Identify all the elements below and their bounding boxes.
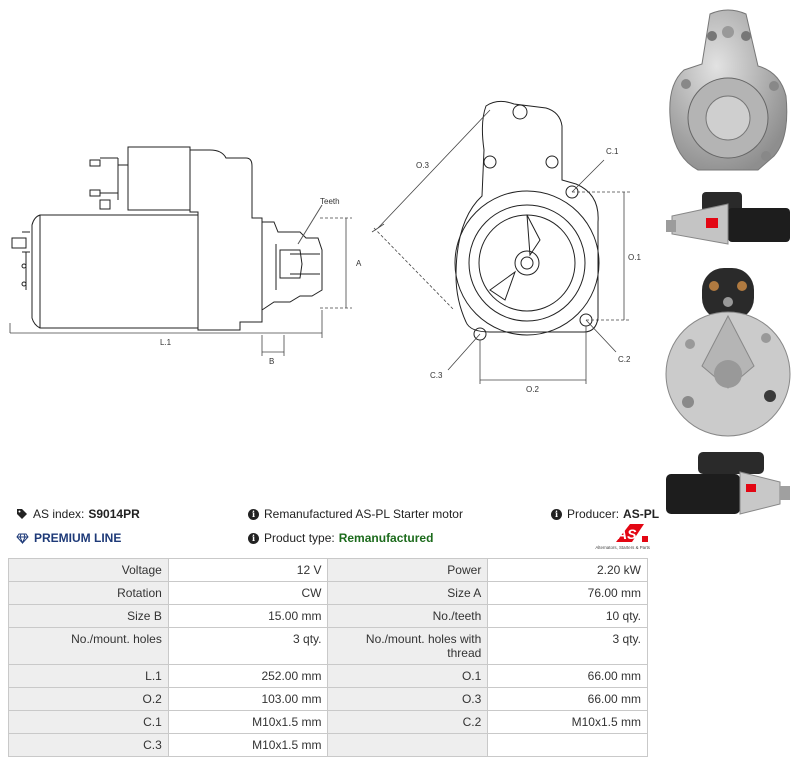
- spec-value: 2.20 kW: [487, 558, 648, 582]
- spec-label: Power: [327, 558, 489, 582]
- spec-label: No./teeth: [327, 604, 489, 628]
- spec-value: M10x1.5 mm: [487, 710, 648, 734]
- logo-subtitle: Alternators, Starters & Parts: [595, 545, 650, 550]
- product-description: i Remanufactured AS-PL Starter motor: [248, 507, 463, 521]
- spec-value: [487, 733, 648, 757]
- info-icon: i: [551, 508, 562, 520]
- premium-line: PREMIUM LINE: [16, 531, 121, 545]
- description-text: Remanufactured AS-PL Starter motor: [264, 507, 463, 521]
- spec-value: M10x1.5 mm: [167, 733, 329, 757]
- info-icon: i: [248, 508, 259, 520]
- spec-value: 103.00 mm: [167, 687, 329, 711]
- housing-outline: [189, 149, 263, 331]
- spec-value: 12 V: [167, 558, 329, 582]
- spec-label: Size A: [327, 581, 489, 605]
- dim-b-label: B: [269, 357, 274, 366]
- producer-value: AS-PL: [623, 507, 660, 521]
- spec-label: O.3: [327, 687, 489, 711]
- tag-icon: [17, 509, 27, 519]
- producer: i Producer: AS-PL: [551, 507, 659, 521]
- flange-outline: [455, 100, 599, 333]
- dim-c1-label: C.1: [606, 147, 619, 156]
- spec-label: No./mount. holes with thread: [327, 627, 489, 665]
- diamond-icon: [16, 533, 29, 544]
- producer-label: Producer:: [567, 507, 620, 521]
- housing-circle: [454, 190, 600, 336]
- as-index-label: AS index:: [33, 507, 85, 521]
- spec-value: 3 qty.: [487, 627, 648, 665]
- premium-line-label: PREMIUM LINE: [34, 531, 122, 545]
- spec-label: C.1: [8, 710, 169, 734]
- spec-value: M10x1.5 mm: [167, 710, 329, 734]
- spec-label: [327, 733, 489, 757]
- spec-value: 10 qty.: [487, 604, 648, 628]
- spec-value: 76.00 mm: [487, 581, 648, 605]
- photo-side-view: [662, 182, 794, 254]
- spec-value: 252.00 mm: [167, 664, 329, 688]
- svg-text:AS: AS: [616, 526, 637, 542]
- motor-body-outline: [31, 214, 199, 329]
- spec-label: No./mount. holes: [8, 627, 169, 665]
- spec-label: Rotation: [8, 581, 169, 605]
- spec-label: L.1: [8, 664, 169, 688]
- photo-side-view-2: [662, 444, 794, 524]
- teeth-label: Teeth: [320, 197, 340, 206]
- spec-label: Voltage: [8, 558, 169, 582]
- spec-value: 66.00 mm: [487, 687, 648, 711]
- as-index-value: S9014PR: [88, 507, 140, 521]
- photo-front-view: [662, 6, 794, 184]
- dim-c2-label: C.2: [618, 355, 631, 364]
- spec-label: C.3: [8, 733, 169, 757]
- as-pl-logo: AS Alternators, Starters & Parts: [586, 522, 650, 552]
- dim-a-label: A: [356, 259, 362, 268]
- product-type-label: Product type:: [264, 531, 335, 545]
- drawing-svg: Teeth A L.1 B O.3 C.1 O.1 C.2 C.3 O.: [9, 100, 641, 394]
- spec-label: C.2: [327, 710, 489, 734]
- dim-o3-label: O.3: [416, 161, 429, 170]
- spec-value: 66.00 mm: [487, 664, 648, 688]
- dim-o1-label: O.1: [628, 253, 641, 262]
- photo-rear-view: [662, 262, 794, 442]
- info-icon: i: [248, 532, 259, 544]
- pinion-outline: [261, 221, 323, 311]
- product-type: i Product type: Remanufactured: [248, 531, 433, 545]
- product-type-value: Remanufactured: [338, 531, 434, 545]
- solenoid-outline: [127, 146, 191, 211]
- spec-value: 15.00 mm: [167, 604, 329, 628]
- technical-drawing: Teeth A L.1 B O.3 C.1 O.1 C.2 C.3 O.: [9, 100, 641, 394]
- as-index: AS index: S9014PR: [16, 507, 140, 521]
- spec-value: CW: [167, 581, 329, 605]
- dim-c3-label: C.3: [430, 371, 443, 380]
- logo-mark: AS: [616, 524, 648, 542]
- spec-label: O.1: [327, 664, 489, 688]
- spec-value: 3 qty.: [167, 627, 329, 665]
- dim-o2-label: O.2: [526, 385, 539, 394]
- dim-l1-label: L.1: [160, 338, 172, 347]
- spec-label: O.2: [8, 687, 169, 711]
- spec-label: Size B: [8, 604, 169, 628]
